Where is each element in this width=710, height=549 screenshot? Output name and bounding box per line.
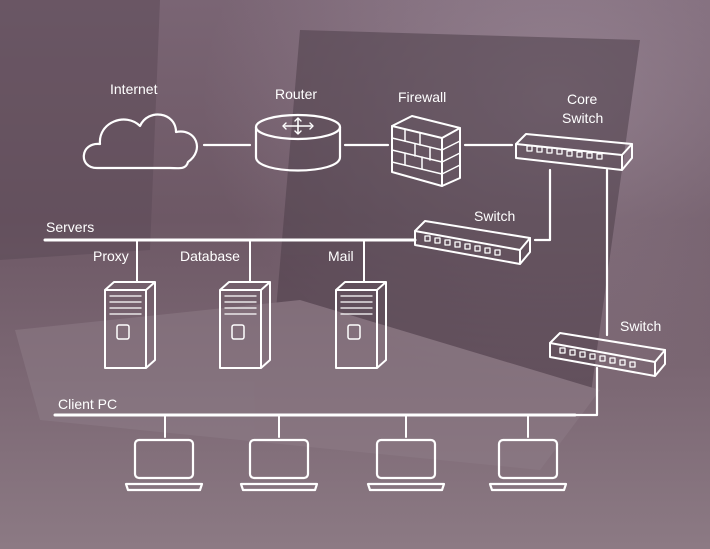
router-icon (254, 113, 342, 172)
router-label: Router (275, 86, 317, 102)
connection-lines (202, 143, 609, 417)
switch-icon (414, 220, 531, 265)
server-tower-icon (335, 281, 387, 369)
laptop-icon (124, 438, 204, 492)
client-switch-label: Switch (620, 318, 661, 334)
core-switch-label-line2: Switch (562, 110, 603, 126)
database-label: Database (180, 248, 240, 264)
client-bus (53, 413, 577, 438)
laptop-icon (366, 438, 446, 492)
servers-bus-label: Servers (46, 219, 94, 235)
link-coreswitch-serverswitch (533, 168, 552, 242)
server-tower-icon (104, 281, 156, 369)
laptop-icon (488, 438, 568, 492)
server-bus (43, 238, 417, 283)
cloud-icon (82, 113, 198, 170)
proxy-label: Proxy (93, 248, 129, 264)
switch-icon (515, 133, 633, 171)
link-clientswitch-clientbus (573, 366, 599, 417)
internet-label: Internet (110, 81, 158, 97)
server-switch-label: Switch (474, 208, 515, 224)
switch-icon (549, 332, 666, 377)
laptop-icon (239, 438, 319, 492)
firewall-icon (391, 115, 461, 187)
core-switch-label-line1: Core (567, 91, 598, 107)
server-tower-icon (219, 281, 271, 369)
firewall-label: Firewall (398, 89, 446, 105)
client-pc-bus-label: Client PC (58, 396, 117, 412)
mail-label: Mail (328, 248, 354, 264)
